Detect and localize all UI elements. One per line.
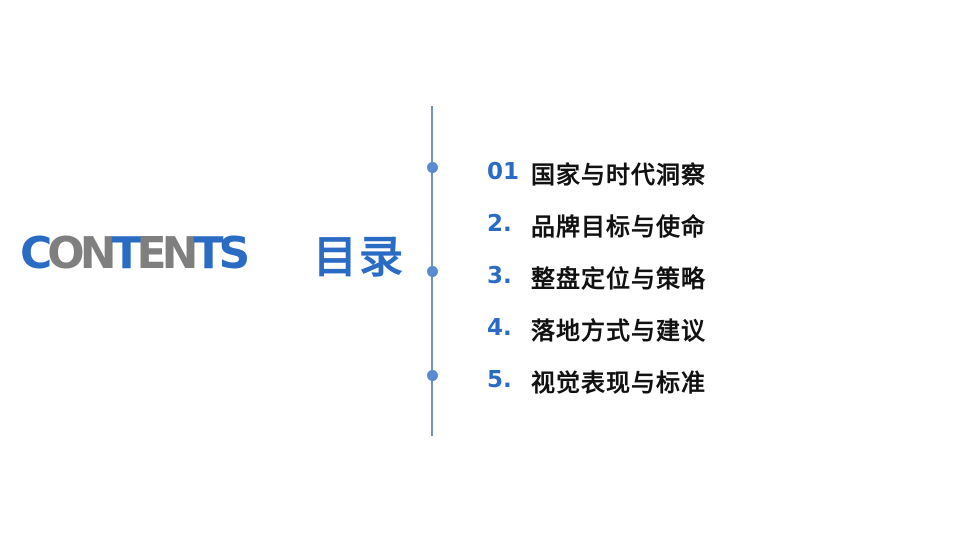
contents-letter: O: [47, 228, 84, 279]
toc-number: 01: [487, 159, 520, 185]
contents-letter: C: [20, 228, 52, 279]
toc-item-3: 3. 整盘定位与策略: [487, 250, 706, 302]
contents-letter: N: [79, 228, 117, 279]
toc-title: 视觉表现与标准: [531, 368, 706, 397]
toc-title: 国家与时代洞察: [531, 160, 706, 189]
contents-letter: T: [111, 228, 142, 279]
toc-title: 整盘定位与策略: [531, 264, 706, 293]
toc-item-2: 2. 品牌目标与使命: [487, 198, 706, 250]
timeline-dot: [427, 162, 438, 173]
timeline-dot: [427, 370, 438, 381]
contents-letter: T: [193, 228, 223, 279]
toc-number: 4.: [487, 315, 512, 341]
toc-item-1: 01 国家与时代洞察: [487, 146, 706, 198]
contents-letter: S: [218, 228, 250, 279]
toc-item-5: 5. 视觉表现与标准: [487, 354, 706, 406]
toc-number: 3.: [487, 263, 512, 289]
timeline-dot: [427, 266, 438, 277]
toc-title: 落地方式与建议: [531, 316, 706, 345]
contents-letter: N: [161, 228, 199, 279]
contents-letter: E: [136, 228, 167, 279]
toc-title: 品牌目标与使命: [531, 212, 706, 241]
toc-number: 2.: [487, 211, 512, 237]
toc-list: 01 国家与时代洞察 2. 品牌目标与使命 3. 整盘定位与策略 4. 落地方式…: [487, 146, 706, 406]
page-title: 目录: [313, 232, 405, 283]
toc-item-4: 4. 落地方式与建议: [487, 302, 706, 354]
toc-number: 5.: [487, 367, 512, 393]
contents-wordmark: CONTENTS: [20, 226, 250, 282]
